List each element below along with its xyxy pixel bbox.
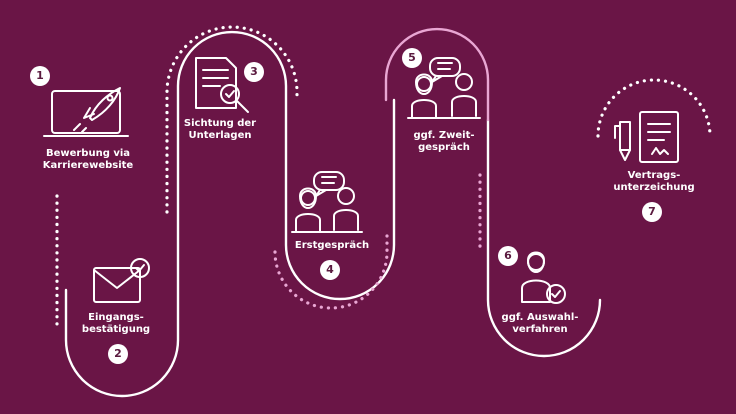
step-5-badge: 5 bbox=[402, 48, 422, 68]
step-2-badge: 2 bbox=[108, 344, 128, 364]
step-1-badge: 1 bbox=[30, 66, 50, 86]
conversation-icon bbox=[407, 57, 481, 119]
step-2-label: Eingangs-bestätigung bbox=[81, 312, 151, 335]
step-5-label: ggf. Zweit-gespräch bbox=[413, 130, 475, 153]
contract-pen-icon bbox=[614, 111, 679, 163]
step-7-badge: 7 bbox=[642, 202, 662, 222]
envelope-check-icon bbox=[93, 258, 150, 303]
step-4-badge: 4 bbox=[320, 260, 340, 280]
step-6-label: ggf. Auswahl-verfahren bbox=[501, 312, 579, 335]
step-4-label: Erstgespräch bbox=[294, 240, 370, 251]
conversation-icon bbox=[291, 171, 363, 233]
laptop-rocket-icon bbox=[43, 87, 129, 137]
person-check-icon bbox=[521, 251, 566, 304]
step-3-badge: 3 bbox=[244, 62, 264, 82]
document-magnifier-icon bbox=[195, 57, 249, 113]
step-6-badge: 6 bbox=[498, 246, 518, 266]
step-7-label: Vertrags-unterzeichung bbox=[613, 170, 695, 193]
